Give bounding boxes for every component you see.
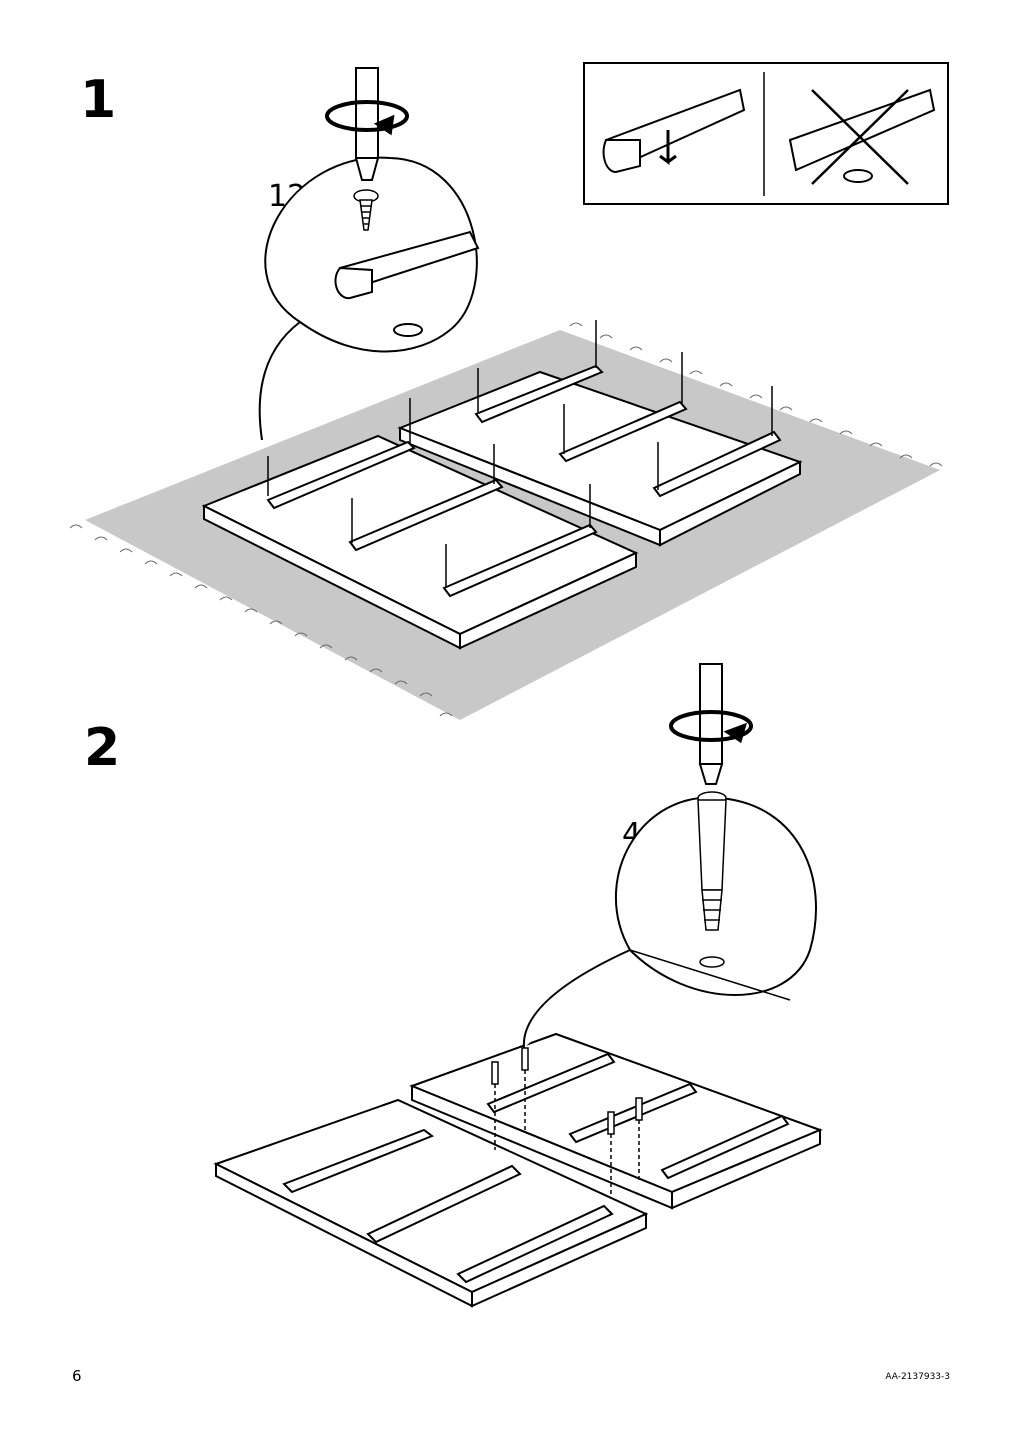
dowel-detail [697,791,727,968]
document-code: AA-2137933-3 [885,1372,950,1382]
dowel-icon [491,1047,643,1196]
rotate-arrow-icon-2 [669,710,753,744]
detail-callout-1 [258,156,478,441]
step-1-number: 1 [80,70,117,130]
wrong-orientation-x-icon [788,88,936,185]
correct-orientation-icon [602,88,746,174]
rails [266,364,782,598]
screws [267,320,773,588]
orientation-info-box [583,62,949,205]
carpet-fringe [69,322,943,717]
panel-edge-detail [629,949,791,1001]
screwdriver-icon [354,67,380,181]
rail-detail [334,230,480,337]
rotate-arrow-icon [325,100,409,136]
detail-callout-2 [522,796,817,1049]
step-2-number: 2 [84,718,121,778]
page-number: 6 [72,1367,82,1385]
rail-slots [282,1052,790,1284]
screwdriver-icon-2 [698,663,724,785]
screw-icon [353,189,379,231]
